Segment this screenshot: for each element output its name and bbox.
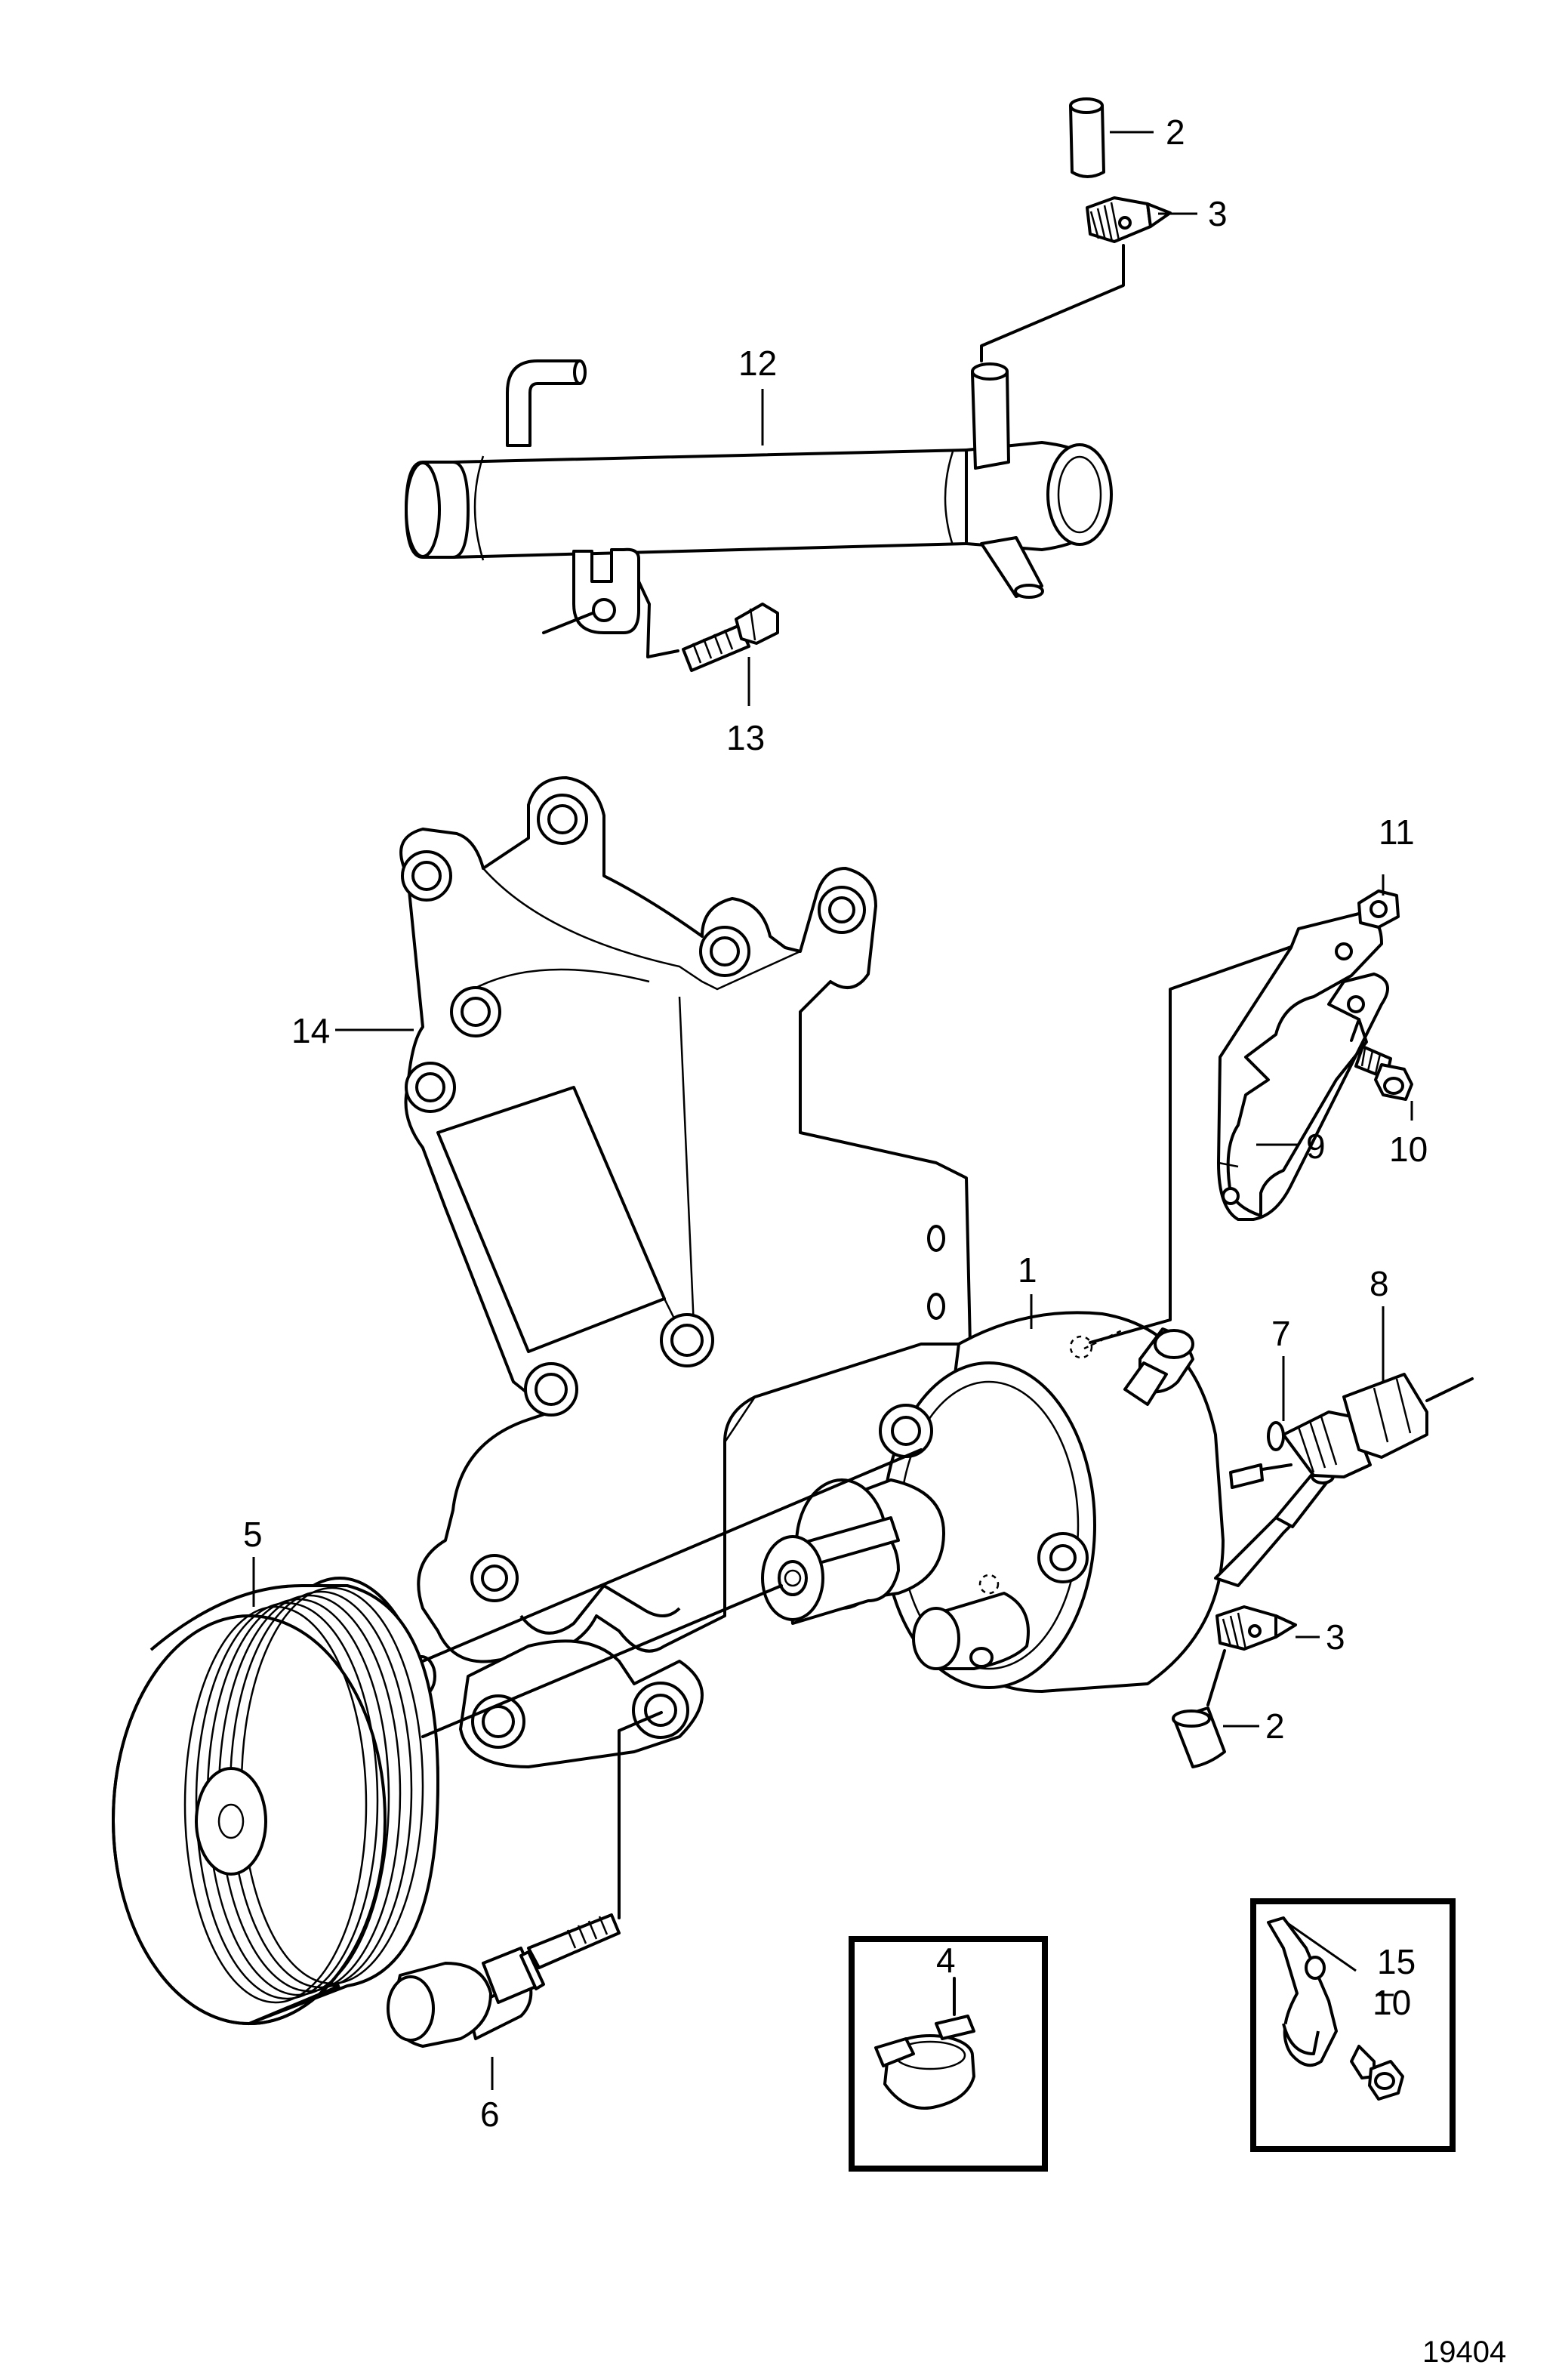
bolt-13-line — [637, 580, 679, 658]
hose-clamp-bottom — [1215, 1605, 1297, 1651]
callout-15: 15 — [1377, 1942, 1416, 1981]
bolt-6-line — [618, 1711, 663, 1919]
pump-port-line — [1089, 945, 1292, 1344]
coolant-pipe — [405, 359, 1113, 634]
support-bracket — [1217, 912, 1389, 1221]
nut-11 — [1357, 889, 1400, 929]
pulley-mount-line — [421, 1448, 923, 1663]
hose-end-bottom — [1172, 1706, 1226, 1768]
pipe-bracket-line — [542, 612, 594, 634]
callout-6: 6 — [480, 2095, 500, 2134]
hose-fitting — [1282, 1373, 1428, 1478]
hose-route-line-top — [980, 244, 1125, 362]
callout-3-bottom: 3 — [1326, 1617, 1345, 1657]
callout-1: 1 — [1018, 1250, 1037, 1290]
callout-14: 14 — [291, 1011, 330, 1050]
callout-7: 7 — [1271, 1314, 1291, 1353]
pump-port-dash — [1083, 1327, 1126, 1350]
figure-number: 19404 — [1422, 2335, 1506, 2369]
bracket-bolt-line — [1350, 1018, 1360, 1042]
servo-pump — [761, 1311, 1335, 1693]
bolt-6 — [387, 1913, 621, 2048]
hose-clamp-top — [1086, 196, 1172, 243]
callout-2-top: 2 — [1166, 113, 1185, 152]
callout-10-right: 10 — [1389, 1130, 1428, 1169]
inset-clip — [1250, 1898, 1456, 2152]
callout-10-inset: 10 — [1373, 1983, 1411, 2022]
callout-8: 8 — [1370, 1264, 1389, 1303]
bolt-13 — [682, 603, 779, 672]
fitting-hose-line — [1425, 1377, 1474, 1402]
callout-3-top: 3 — [1208, 194, 1228, 233]
callout-12: 12 — [738, 344, 777, 383]
callout-11: 11 — [1379, 812, 1415, 852]
o-ring — [1261, 1421, 1292, 1471]
pulley — [112, 1577, 439, 2025]
inset-hose-clamp — [849, 1936, 1048, 2172]
callout-9: 9 — [1306, 1127, 1326, 1166]
pulley-shaft-line — [421, 1584, 783, 1738]
hose-end-top — [1069, 97, 1105, 178]
mounting-bracket — [399, 776, 972, 1768]
callout-4: 4 — [936, 1941, 956, 1980]
callout-2-bottom: 2 — [1265, 1706, 1285, 1746]
bolt-10 — [1354, 1045, 1413, 1101]
callout-5: 5 — [243, 1515, 263, 1554]
hose-route-line-bottom — [1206, 1649, 1226, 1706]
callout-13: 13 — [726, 718, 765, 757]
